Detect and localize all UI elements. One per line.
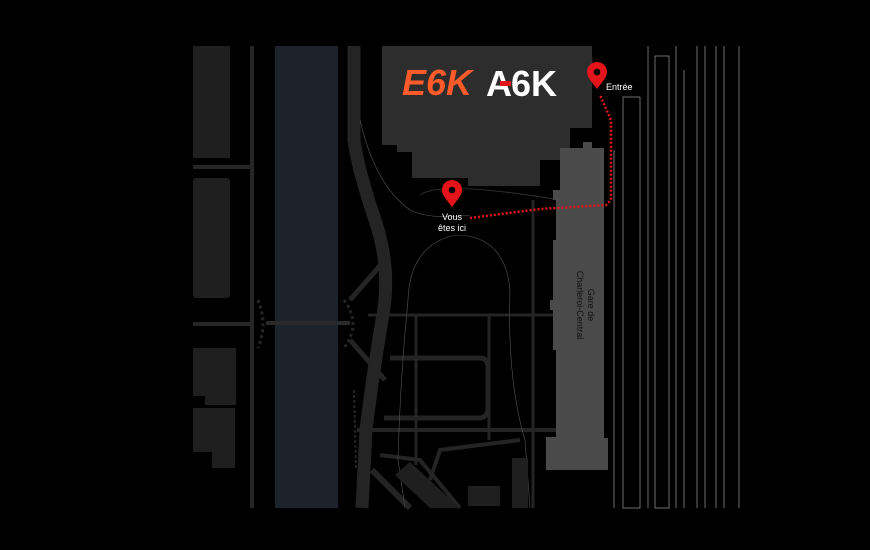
river — [275, 46, 338, 508]
entrance-label: Entrée — [606, 82, 633, 92]
you-are-here-pin[interactable]: Vous êtes ici — [438, 180, 466, 233]
station-label-line2: Charleroi-Central — [575, 271, 585, 340]
you-are-here-label-line2: êtes ici — [438, 223, 466, 233]
station-label: Gare de Charleroi-Central — [575, 271, 596, 340]
walking-route — [469, 94, 613, 220]
station-label-line1: Gare de — [586, 289, 596, 322]
streets-left — [193, 46, 265, 508]
station-building — [546, 142, 608, 470]
entrance-pin[interactable]: Entrée — [587, 62, 633, 92]
map-pin-icon — [587, 62, 607, 89]
small-blocks — [395, 458, 528, 508]
railway-tracks — [613, 46, 740, 509]
map-pin-icon — [442, 180, 462, 207]
you-are-here-label-line1: Vous — [442, 212, 463, 222]
e6k-logo: E6K — [402, 62, 475, 103]
roads — [342, 46, 561, 511]
a6k-logo: A 6K — [486, 63, 557, 104]
e6k-building — [382, 46, 592, 186]
svg-text:6K: 6K — [511, 63, 557, 104]
dotted-tracks — [359, 119, 531, 509]
city-blocks-left — [193, 46, 236, 468]
